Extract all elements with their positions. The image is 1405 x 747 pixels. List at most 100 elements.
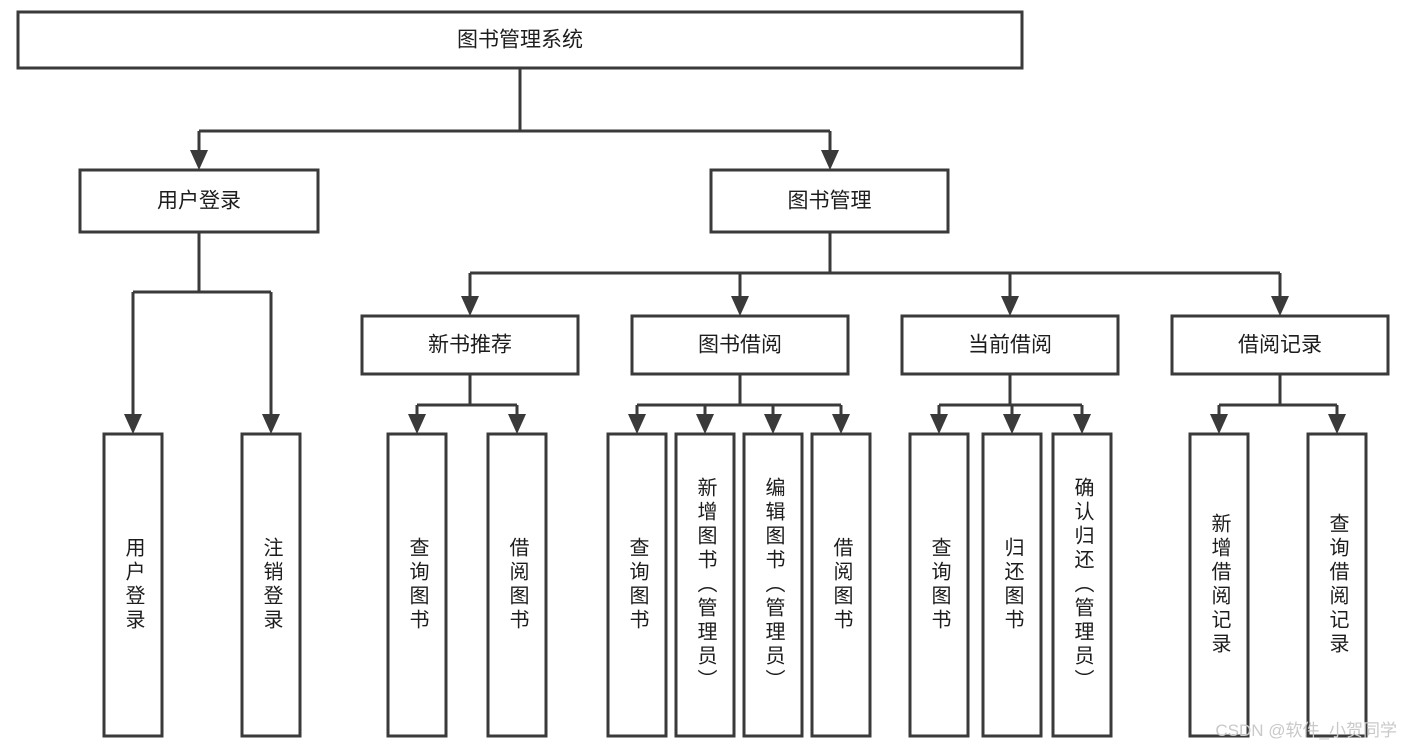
arrow-head-icon <box>262 414 280 434</box>
node-box[interactable] <box>360 314 580 376</box>
arrow-head-icon <box>124 414 142 434</box>
node-leaf-edit-book[interactable]: 编辑图书（管理员） <box>742 432 804 738</box>
node-label: 借阅图书 <box>506 537 528 633</box>
node-box[interactable] <box>981 432 1043 738</box>
node-box[interactable] <box>900 314 1120 376</box>
node-label-wrap: 新增借阅记录 <box>1208 513 1230 657</box>
node-leaf-return-book[interactable]: 归还图书 <box>981 432 1043 738</box>
node-box[interactable] <box>78 168 320 234</box>
connector-group-root <box>190 68 839 170</box>
node-label-wrap: 查询图书 <box>626 537 648 633</box>
node-current-borrow[interactable]: 当前借阅 <box>900 314 1120 376</box>
node-label-wrap: 确认归还（管理员） <box>1071 477 1093 693</box>
node-box[interactable] <box>16 10 1024 70</box>
node-label: 新增借阅记录 <box>1208 513 1230 657</box>
node-book-borrow[interactable]: 图书借阅 <box>630 314 850 376</box>
node-box[interactable] <box>810 432 872 738</box>
node-label: 查询借阅记录 <box>1326 513 1348 657</box>
node-label: 图书管理 <box>788 190 872 213</box>
node-leaf-logout[interactable]: 注销登录 <box>240 432 302 738</box>
node-box[interactable] <box>1051 432 1113 738</box>
arrow-head-icon <box>1073 414 1091 434</box>
node-label: 新增图书（管理员） <box>694 477 716 693</box>
arrow-head-icon <box>731 296 749 316</box>
arrow-head-icon <box>1001 296 1019 316</box>
node-label: 借阅图书 <box>830 537 852 633</box>
node-leaf-borrow-book-1[interactable]: 借阅图书 <box>486 432 548 738</box>
node-box[interactable] <box>240 432 302 738</box>
node-label: 用户登录 <box>157 190 241 213</box>
node-label: 编辑图书（管理员） <box>762 477 784 693</box>
node-box[interactable] <box>486 432 548 738</box>
node-label-wrap: 编辑图书（管理员） <box>762 477 784 693</box>
node-root-system[interactable]: 图书管理系统 <box>16 10 1024 70</box>
node-leaf-add-book[interactable]: 新增图书（管理员） <box>674 432 736 738</box>
node-box[interactable] <box>606 432 668 738</box>
node-label-wrap: 查询图书 <box>928 537 950 633</box>
arrow-head-icon <box>461 296 479 316</box>
node-label-wrap: 借阅图书 <box>830 537 852 633</box>
node-box[interactable] <box>630 314 850 376</box>
arrow-head-icon <box>1271 296 1289 316</box>
node-book-manage[interactable]: 图书管理 <box>709 168 950 234</box>
connector-group-borrow-record <box>1210 374 1346 434</box>
connector-group-new-book-rec <box>408 374 526 434</box>
node-label: 查询图书 <box>928 537 950 633</box>
node-box[interactable] <box>742 432 804 738</box>
connector-layer <box>124 68 1346 434</box>
arrow-head-icon <box>821 150 839 170</box>
node-label-wrap: 新增图书（管理员） <box>694 477 716 693</box>
node-box[interactable] <box>709 168 950 234</box>
node-leaf-add-record[interactable]: 新增借阅记录 <box>1188 432 1250 738</box>
node-label: 图书管理系统 <box>457 29 583 52</box>
arrow-head-icon <box>1328 414 1346 434</box>
node-leaf-query-book-3[interactable]: 查询图书 <box>908 432 970 738</box>
connector-group-user-login <box>124 232 280 434</box>
arrow-head-icon <box>930 414 948 434</box>
node-label-wrap: 用户登录 <box>122 537 144 633</box>
node-leaf-query-book-2[interactable]: 查询图书 <box>606 432 668 738</box>
node-layer: 图书管理系统用户登录图书管理新书推荐图书借阅当前借阅借阅记录用户登录注销登录查询… <box>16 10 1390 738</box>
arrow-head-icon <box>508 414 526 434</box>
arrow-head-icon <box>696 414 714 434</box>
node-label-wrap: 归还图书 <box>1001 537 1023 633</box>
node-label-wrap: 查询图书 <box>406 537 428 633</box>
node-box[interactable] <box>908 432 970 738</box>
connector-group-current-borrow <box>930 374 1091 434</box>
node-label: 确认归还（管理员） <box>1071 477 1093 693</box>
arrow-head-icon <box>190 150 208 170</box>
node-user-login[interactable]: 用户登录 <box>78 168 320 234</box>
node-leaf-borrow-book-2[interactable]: 借阅图书 <box>810 432 872 738</box>
node-leaf-confirm-return[interactable]: 确认归还（管理员） <box>1051 432 1113 738</box>
node-label: 当前借阅 <box>968 334 1052 357</box>
arrow-head-icon <box>1003 414 1021 434</box>
node-label: 注销登录 <box>260 537 282 633</box>
node-box[interactable] <box>386 432 448 738</box>
node-new-book-rec[interactable]: 新书推荐 <box>360 314 580 376</box>
arrow-head-icon <box>1210 414 1228 434</box>
node-box[interactable] <box>1188 432 1250 738</box>
arrow-head-icon <box>408 414 426 434</box>
connector-group-book-borrow <box>628 374 850 434</box>
arrow-head-icon <box>832 414 850 434</box>
node-label: 借阅记录 <box>1238 334 1322 357</box>
node-borrow-record[interactable]: 借阅记录 <box>1170 314 1390 376</box>
node-label: 新书推荐 <box>428 334 512 357</box>
node-label-wrap: 查询借阅记录 <box>1326 513 1348 657</box>
node-box[interactable] <box>1170 314 1390 376</box>
node-label: 归还图书 <box>1001 537 1023 633</box>
node-box[interactable] <box>1306 432 1368 738</box>
node-label: 用户登录 <box>122 537 144 633</box>
node-box[interactable] <box>674 432 736 738</box>
node-leaf-query-book-1[interactable]: 查询图书 <box>386 432 448 738</box>
connector-group-book-manage <box>461 232 1289 316</box>
node-label: 查询图书 <box>406 537 428 633</box>
node-label-wrap: 借阅图书 <box>506 537 528 633</box>
node-label: 查询图书 <box>626 537 648 633</box>
node-box[interactable] <box>102 432 164 738</box>
arrow-head-icon <box>764 414 782 434</box>
node-leaf-user-login[interactable]: 用户登录 <box>102 432 164 738</box>
node-leaf-query-record[interactable]: 查询借阅记录 <box>1306 432 1368 738</box>
node-label: 图书借阅 <box>698 334 782 357</box>
